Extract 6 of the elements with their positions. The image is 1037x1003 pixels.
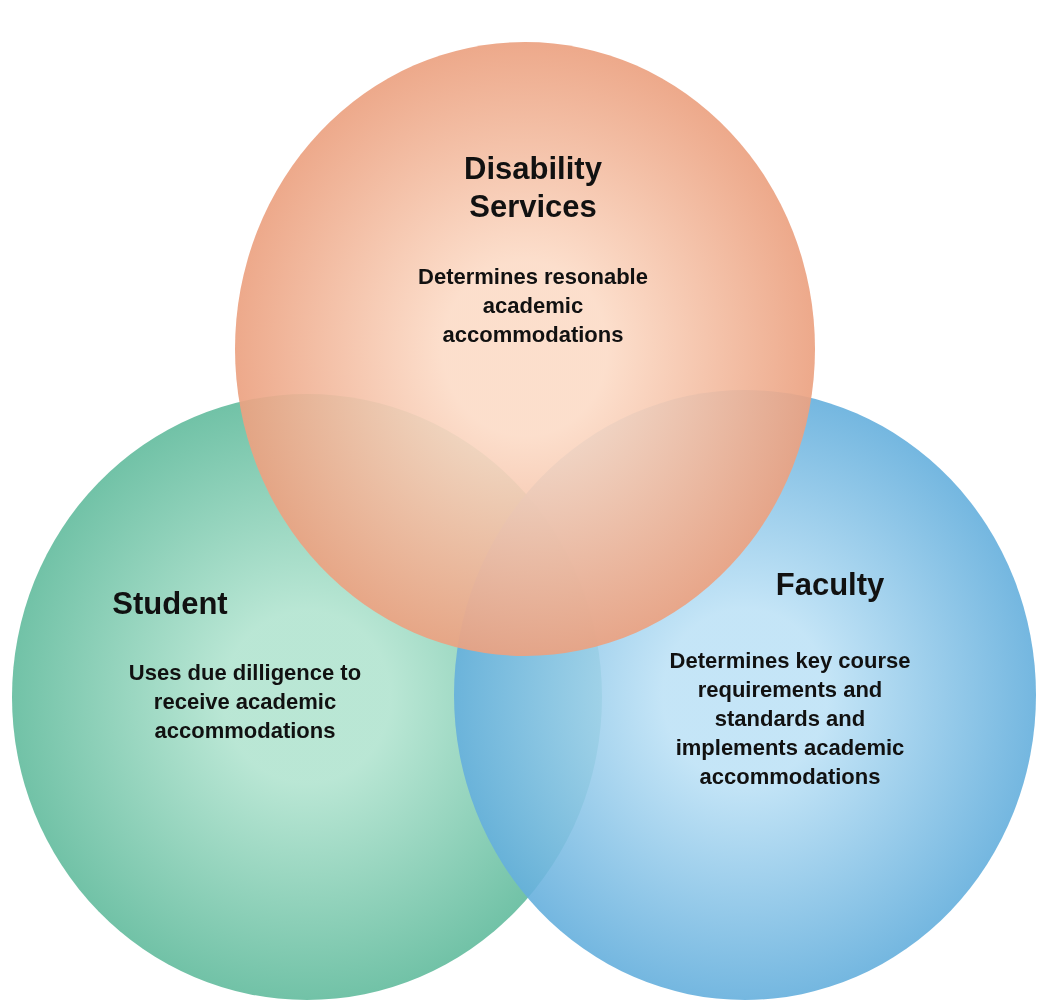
circle-description: Determines key course requirements and standards and implements academic accommodations [668,647,912,791]
circle-description: Uses due dilligence to receive academic accommodations [127,659,363,745]
circle-description: Determines resonable academic accommodations [417,263,649,349]
circle-heading: Student [111,585,229,623]
circle-heading: Disability Services [463,150,603,226]
circle-heading: Faculty [774,566,886,604]
